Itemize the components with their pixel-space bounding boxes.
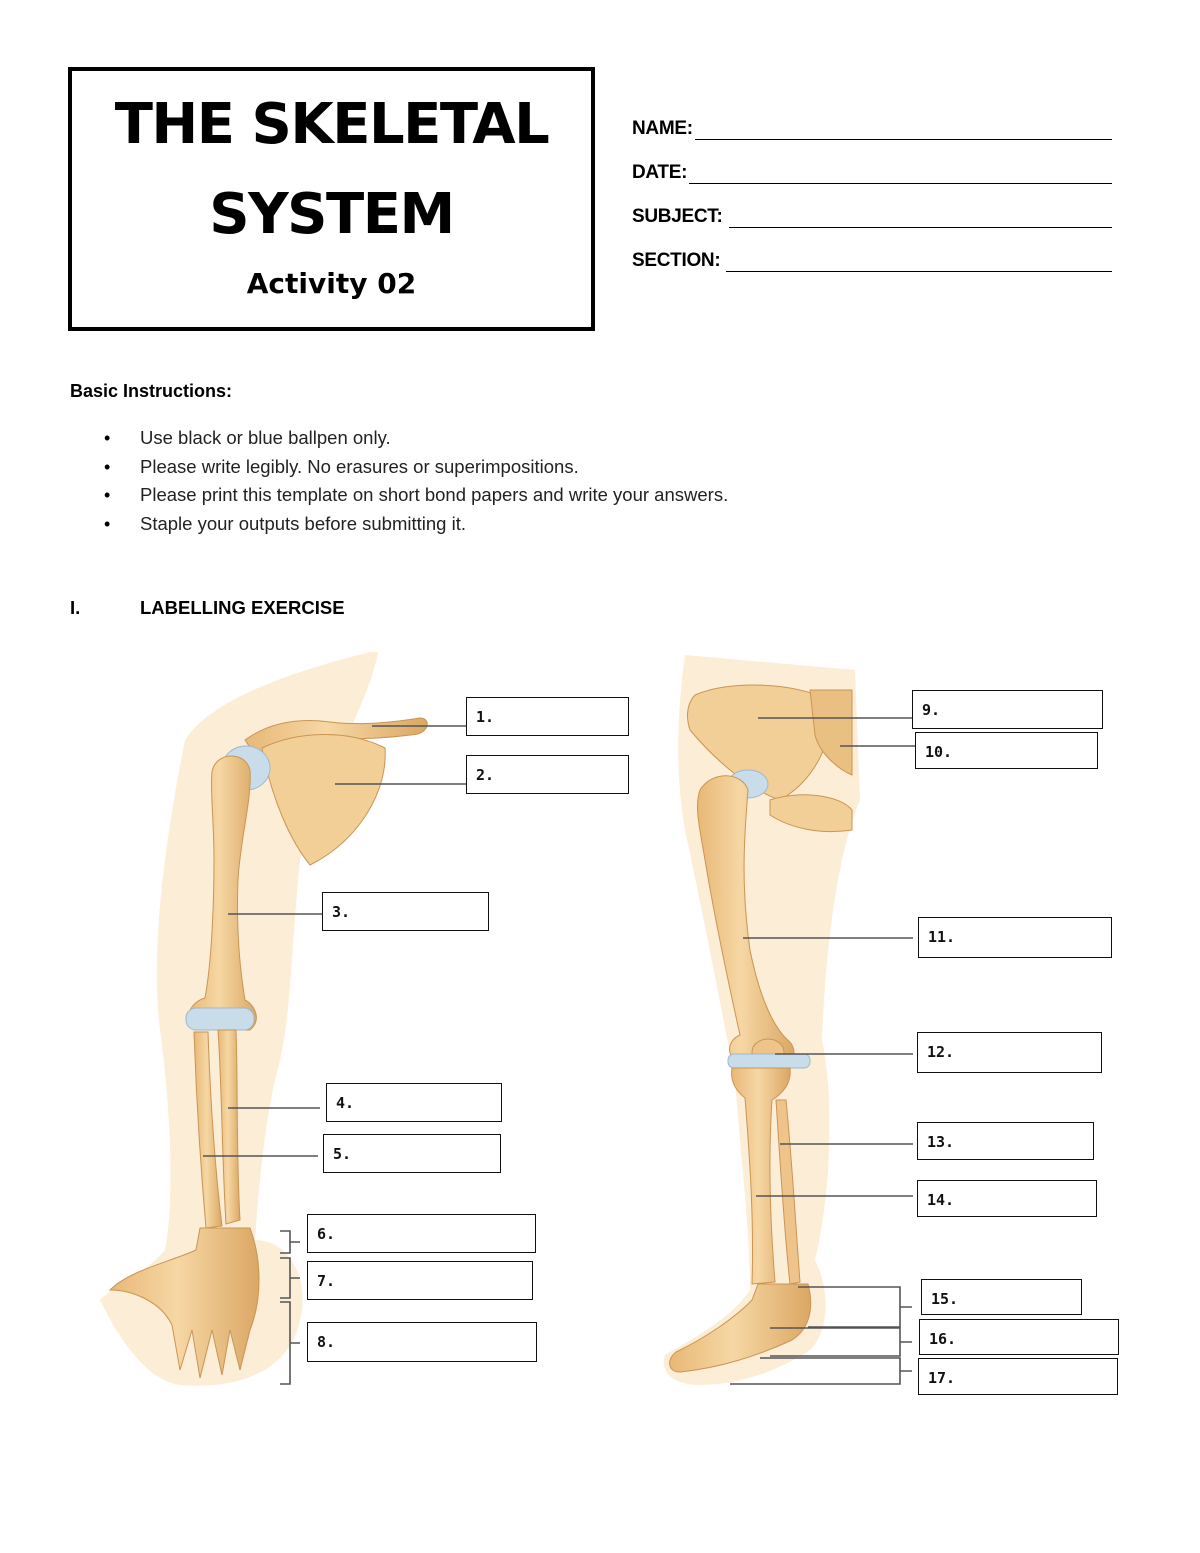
label-number: 13.: [927, 1133, 955, 1151]
title-line-2: SYSTEM: [209, 182, 455, 247]
label-number: 16.: [929, 1330, 957, 1348]
instruction-item: Please write legibly. No erasures or sup…: [104, 453, 728, 482]
label-box-8[interactable]: 8.: [307, 1322, 537, 1362]
label-box-6[interactable]: 6.: [307, 1214, 536, 1253]
ulna: [217, 1029, 241, 1225]
knee-cartilage: [727, 1053, 811, 1069]
label-box-10[interactable]: 10.: [915, 732, 1098, 769]
student-info-form: NAME: DATE: SUBJECT: SECTION:: [632, 118, 1112, 294]
instruction-item: Staple your outputs before submitting it…: [104, 510, 728, 539]
section-heading: I. LABELLING EXERCISE: [70, 597, 345, 619]
label-number: 2.: [476, 766, 495, 784]
label-box-7[interactable]: 7.: [307, 1261, 533, 1300]
date-blank-line[interactable]: [689, 165, 1112, 184]
name-blank-line[interactable]: [694, 121, 1112, 140]
sacrum: [809, 689, 853, 776]
label-number: 1.: [476, 708, 495, 726]
label-box-14[interactable]: 14.: [917, 1180, 1097, 1217]
scapula: [261, 734, 386, 866]
arm-skeleton-illustration: [100, 652, 428, 1386]
label-number: 11.: [928, 928, 956, 946]
label-number: 15.: [931, 1290, 959, 1308]
subject-label: SUBJECT:: [632, 206, 723, 227]
label-box-13[interactable]: 13.: [917, 1122, 1094, 1160]
ilium: [687, 684, 832, 801]
label-box-16[interactable]: 16.: [919, 1319, 1119, 1355]
label-number: 6.: [317, 1225, 336, 1243]
date-field[interactable]: DATE:: [632, 162, 1112, 184]
instruction-item: Please print this template on short bond…: [104, 481, 728, 510]
title-line-1: THE SKELETAL: [114, 92, 550, 157]
label-number: 4.: [336, 1094, 355, 1112]
label-box-9[interactable]: 9.: [912, 690, 1103, 729]
label-number: 7.: [317, 1272, 336, 1290]
date-label: DATE:: [632, 162, 688, 183]
subject-field[interactable]: SUBJECT:: [632, 206, 1112, 228]
section-label: SECTION:: [632, 250, 721, 271]
title-box: THE SKELETAL SYSTEM Activity 02: [68, 67, 595, 331]
label-number: 12.: [927, 1043, 955, 1061]
instructions-heading: Basic Instructions:: [70, 381, 233, 401]
subject-blank-line[interactable]: [728, 209, 1112, 228]
label-box-5[interactable]: 5.: [323, 1134, 501, 1173]
section-blank-line[interactable]: [726, 253, 1112, 272]
label-box-4[interactable]: 4.: [326, 1083, 502, 1122]
label-box-15[interactable]: 15.: [921, 1279, 1082, 1315]
label-number: 10.: [925, 743, 953, 761]
leg-skeleton-illustration: [663, 655, 860, 1385]
leader-lines: [203, 717, 915, 1385]
radius: [193, 1031, 223, 1229]
instruction-item: Use black or blue ballpen only.: [104, 424, 728, 453]
hand-bones: [108, 1227, 260, 1379]
label-number: 5.: [333, 1145, 352, 1163]
tibia: [731, 1067, 791, 1285]
label-box-17[interactable]: 17.: [918, 1358, 1118, 1395]
section-title: LABELLING EXERCISE: [140, 597, 345, 618]
label-box-1[interactable]: 1.: [466, 697, 629, 736]
label-number: 3.: [332, 903, 351, 921]
activity-subtitle: Activity 02: [246, 267, 417, 300]
label-box-3[interactable]: 3.: [322, 892, 489, 931]
section-field[interactable]: SECTION:: [632, 250, 1112, 272]
label-number: 14.: [927, 1191, 955, 1209]
label-number: 8.: [317, 1333, 336, 1351]
label-box-12[interactable]: 12.: [917, 1032, 1102, 1073]
section-number: I.: [70, 597, 81, 618]
label-box-11[interactable]: 11.: [918, 917, 1112, 958]
fibula: [775, 1099, 801, 1285]
name-field[interactable]: NAME:: [632, 118, 1112, 140]
humerus: [187, 755, 257, 1031]
label-number: 17.: [928, 1369, 956, 1387]
pubis: [769, 794, 853, 833]
name-label: NAME:: [632, 118, 693, 139]
label-number: 9.: [922, 701, 941, 719]
elbow-cartilage: [185, 1007, 255, 1031]
foot-bones: [669, 1283, 812, 1373]
instructions-list: Use black or blue ballpen only. Please w…: [104, 424, 728, 538]
label-box-2[interactable]: 2.: [466, 755, 629, 794]
